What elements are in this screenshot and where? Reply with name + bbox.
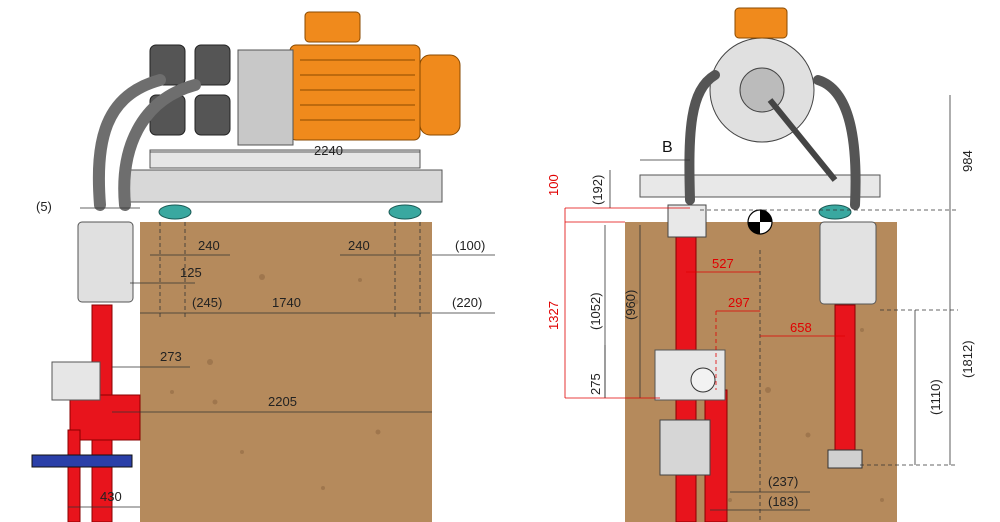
right-dim-lines <box>604 95 958 522</box>
dim-237: (237) <box>768 474 798 489</box>
dim-1327: 1327 <box>546 301 561 330</box>
section-label-b: B <box>662 139 673 156</box>
dim-273: 273 <box>160 349 182 364</box>
dim-100-left: (100) <box>455 238 485 253</box>
right-inlet-head <box>667 204 707 238</box>
dim-297: 297 <box>728 295 750 310</box>
right-gauge <box>690 367 716 393</box>
tank-texture-right <box>633 299 884 502</box>
left-hoses <box>92 74 201 211</box>
right-lower-fitting <box>659 419 711 476</box>
left-base-frame <box>119 169 443 203</box>
right-hoses <box>684 70 861 210</box>
dim-125: 125 <box>180 265 202 280</box>
dim-2205: 2205 <box>268 394 297 409</box>
dim-527: 527 <box>712 256 734 271</box>
dim-430: 430 <box>100 489 122 504</box>
left-motor-bracket <box>149 149 421 169</box>
dim-240-left: 240 <box>198 238 220 253</box>
dim-240-right: 240 <box>348 238 370 253</box>
right-feet <box>818 204 852 220</box>
left-red-pipes <box>31 304 141 522</box>
right-dim-lines-red <box>564 207 845 399</box>
left-filter <box>77 221 134 303</box>
dim-275: 275 <box>588 373 603 395</box>
dim-183: (183) <box>768 494 798 509</box>
dim-960: (960) <box>623 290 638 320</box>
dim-1110: (1110) <box>928 379 943 415</box>
left-valve-block <box>51 361 101 401</box>
dim-192: (192) <box>590 175 605 205</box>
right-top-frame <box>639 174 881 198</box>
dim-1812: (1812) <box>960 340 975 378</box>
right-diagonal-strut <box>767 98 838 182</box>
dim-245: (245) <box>192 295 222 310</box>
dim-100-right: 100 <box>546 174 561 196</box>
left-tank <box>140 222 432 522</box>
dim-658: 658 <box>790 320 812 335</box>
dim-1740: 1740 <box>272 295 301 310</box>
tank-texture-left <box>170 274 381 490</box>
dim-5: (5) <box>36 199 52 214</box>
dim-2240: 2240 <box>314 143 343 158</box>
right-filter <box>819 221 877 305</box>
left-dim-lines <box>68 151 495 508</box>
right-view: B 100 <box>546 7 975 522</box>
dim-984: 984 <box>960 150 975 172</box>
center-of-gravity-icon <box>747 209 773 235</box>
left-view: 2240 (5) 240 240 (100) 125 (245) 1740 (2… <box>31 11 495 522</box>
right-valve-block <box>654 349 726 401</box>
left-motor <box>237 11 461 146</box>
left-feet <box>158 204 422 220</box>
left-pump-heads <box>149 44 231 136</box>
dim-220: (220) <box>452 295 482 310</box>
right-pump-housing <box>709 7 815 143</box>
dim-1052: (1052) <box>588 292 603 330</box>
